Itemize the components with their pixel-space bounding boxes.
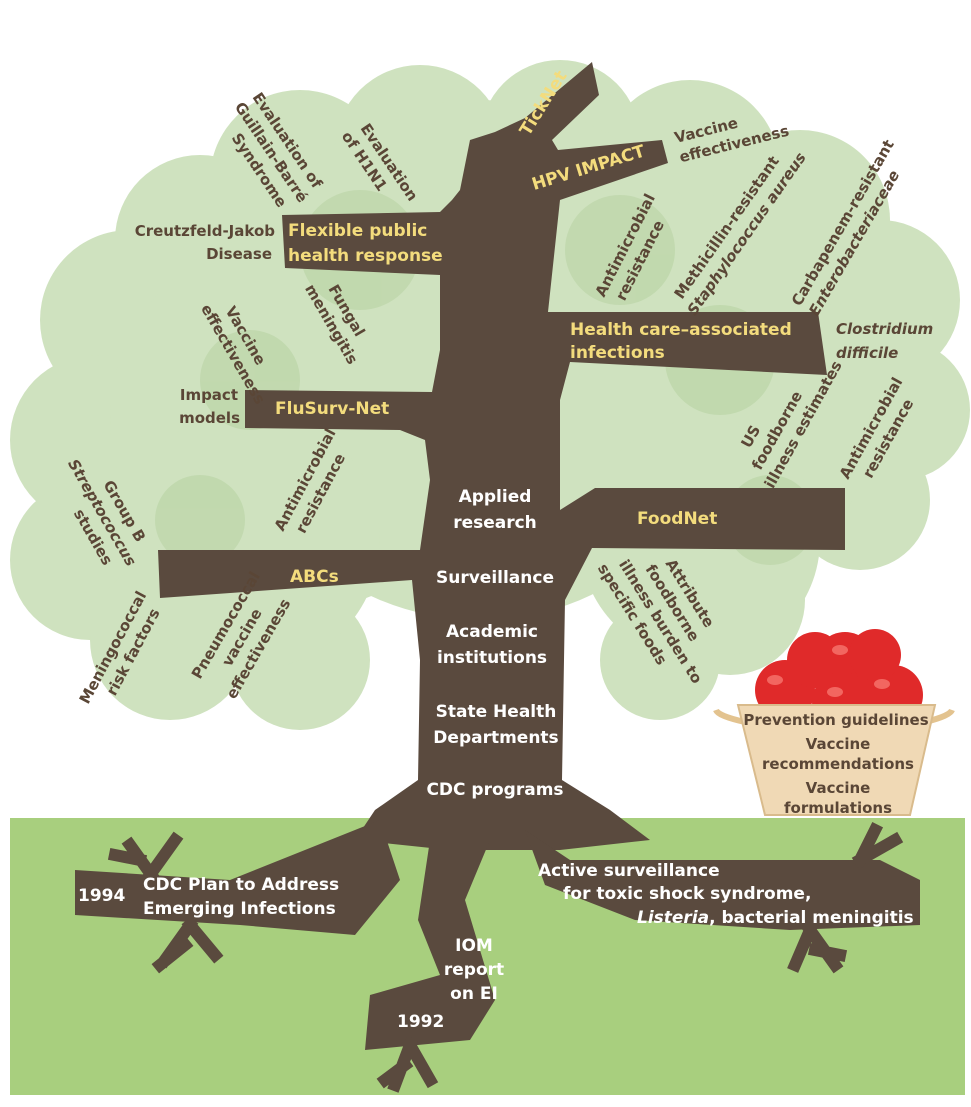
academic-2: institutions (437, 648, 547, 668)
year-1992: 1992 (397, 1012, 444, 1032)
trunk (75, 62, 920, 1050)
basket-prevention-guidelines: Prevention guidelines (743, 711, 928, 729)
topic-c-difficile: Clostridium difficile (836, 320, 933, 362)
basket-vaccine-1: Vaccine (806, 735, 871, 753)
active-surveillance-2: for toxic shock syndrome, (563, 884, 811, 904)
root-labels: 1994 CDC Plan to Address Emerging Infect… (78, 861, 914, 1032)
topic-cjd: Creutzfeld-Jakob Disease (135, 222, 276, 263)
svg-text:models: models (179, 409, 240, 427)
svg-text:difficile: difficile (836, 344, 898, 362)
basket-body (736, 704, 937, 816)
active-surveillance-1: Active surveillance (538, 861, 720, 881)
apple-highlights (767, 645, 890, 697)
basket-labels: Prevention guidelines Vaccine recommenda… (743, 711, 928, 817)
iom-1: IOM (455, 936, 493, 956)
surveillance-label: Surveillance (436, 568, 554, 588)
active-surveillance-3: Listeria, bacterial meningitis (637, 908, 914, 928)
state-health-2: Departments (433, 728, 558, 748)
apple-basket: Prevention guidelines Vaccine recommenda… (713, 629, 955, 817)
hai-label-1: Health care–associated (570, 320, 792, 340)
trunk-labels: Applied research Surveillance Academic i… (426, 487, 563, 800)
cdc-plan-1: CDC Plan to Address (143, 875, 339, 895)
state-health-1: State Health (436, 702, 557, 722)
svg-text:Disease: Disease (206, 245, 272, 263)
basket-formulations: formulations (784, 799, 892, 817)
root-tips (107, 821, 904, 1093)
svg-text:Clostridium: Clostridium (836, 320, 933, 338)
topic-impact-models: Impact models (179, 386, 240, 427)
basket-recommendations: recommendations (762, 755, 914, 773)
hai-label-2: infections (570, 343, 665, 363)
basket-vaccine-2: Vaccine (806, 779, 871, 797)
cdc-programs-label: CDC programs (426, 780, 563, 800)
flusurv-label: FluSurv-Net (275, 399, 389, 419)
svg-text:Impact: Impact (180, 386, 238, 404)
flexible-response-label-2: health response (288, 246, 443, 266)
foodnet-label: FoodNet (637, 509, 717, 529)
year-1994: 1994 (78, 886, 125, 906)
flexible-response-label-1: Flexible public (288, 221, 427, 241)
basket-handle-left (713, 708, 746, 725)
academic-1: Academic (446, 622, 538, 642)
applied-research-1: Applied (459, 487, 532, 507)
applied-research-2: research (453, 513, 537, 533)
cdc-plan-2: Emerging Infections (143, 899, 336, 919)
iom-2: report (444, 960, 504, 980)
svg-text:Creutzfeld-Jakob: Creutzfeld-Jakob (135, 222, 276, 240)
iom-3: on EI (450, 984, 498, 1004)
abcs-label: ABCs (290, 567, 339, 587)
